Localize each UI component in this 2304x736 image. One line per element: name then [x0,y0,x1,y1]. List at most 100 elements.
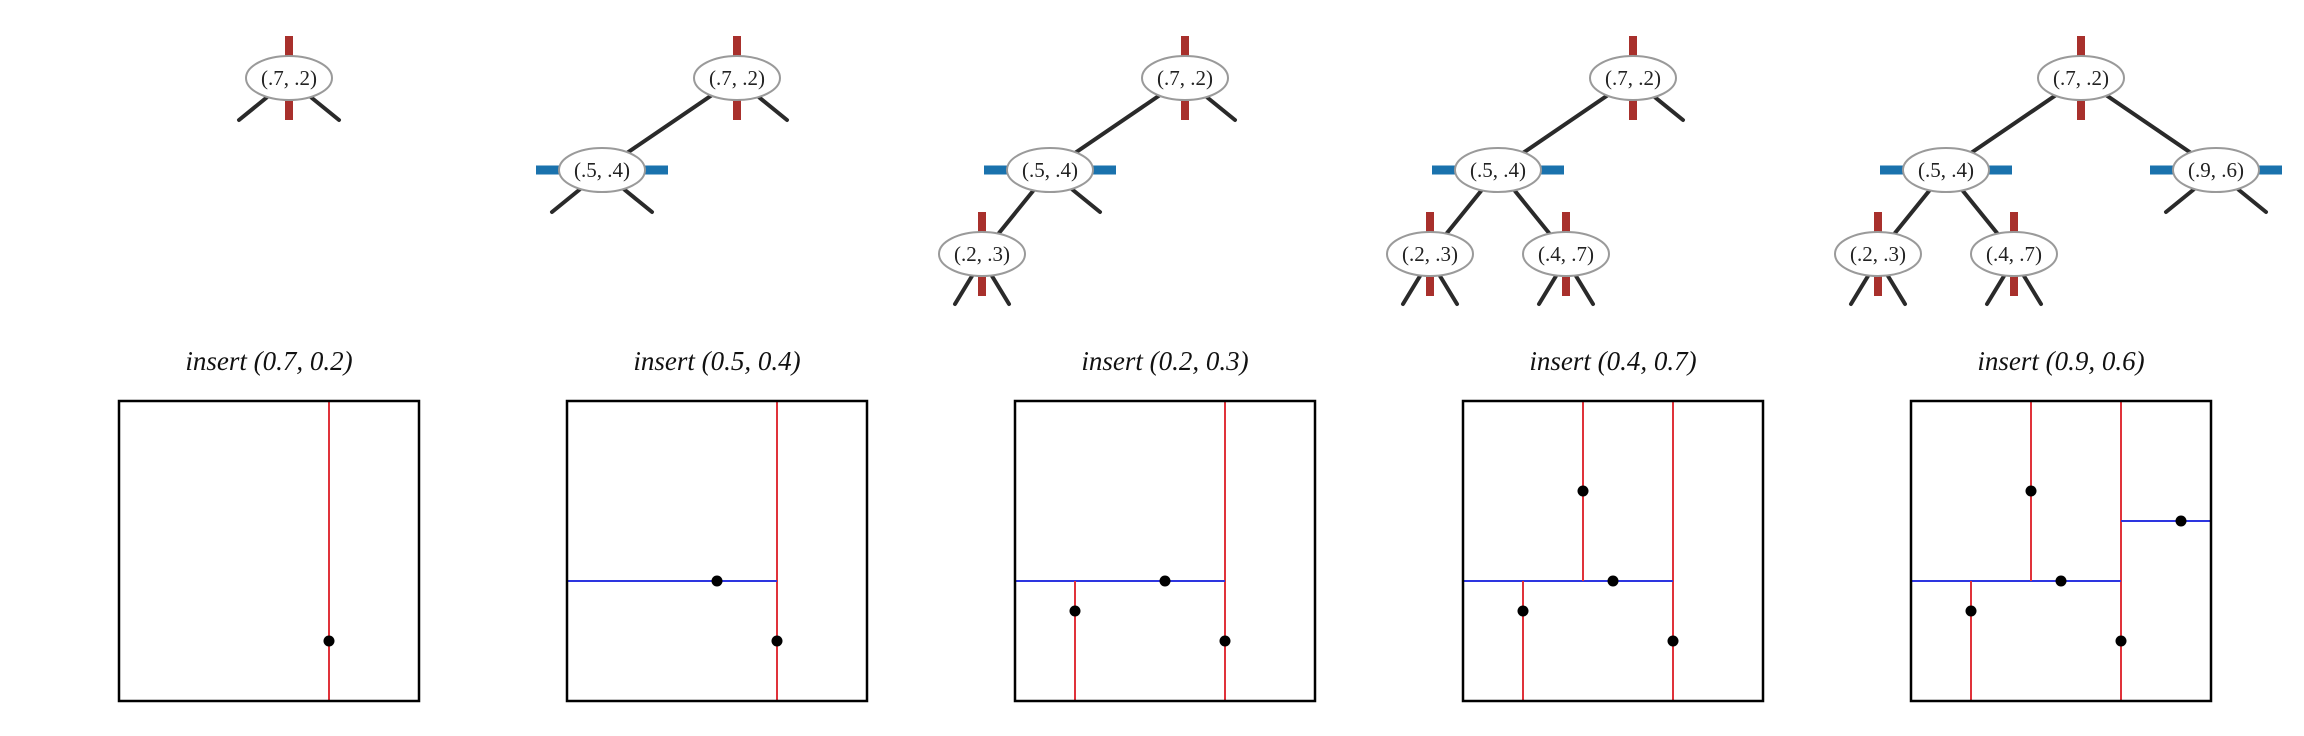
null-link [1649,92,1685,122]
null-link [1438,274,1459,306]
tree-node-shape [1454,147,1542,193]
tree-node: (.5, .4) [1902,147,1990,193]
data-point [1965,605,1977,617]
null-links [237,92,341,122]
tree-node-shape [938,231,1026,277]
tree-node-shape [245,55,333,101]
tree-node: (.4, .7) [1970,231,2058,277]
null-link [2022,274,2043,306]
null-links [1849,184,2268,306]
tree-node-label: (.7, .2) [709,66,765,90]
tree-node: (.5, .4) [1454,147,1542,193]
plane-partition [117,399,421,703]
tree-node: (.4, .7) [1522,231,1610,277]
tree-node-label: (.4, .7) [1538,242,1594,266]
kd-tree: (.7, .2) (.5, .4) [536,36,789,214]
split-indicators [536,36,741,175]
tree-node: (.7, .2) [245,55,333,101]
null-link [1201,92,1237,122]
data-point [1517,605,1529,617]
null-link [237,92,273,122]
data-point [1577,485,1589,497]
null-link [1574,274,1595,306]
tree-node-shape [1902,147,1990,193]
tree-node-label: (.7, .2) [261,66,317,90]
tree-node: (.7, .2) [1141,55,1229,101]
step-caption: insert (0.9, 0.6) [1977,346,2144,376]
null-link [1401,274,1422,306]
tree-node-label: (.2, .3) [1402,242,1458,266]
kd-tree: (.7, .2) (.5, .4) (.2, .3) (.4, .7) [1386,36,1685,306]
null-link [953,274,974,306]
data-point [711,575,723,587]
null-link [1849,274,1870,306]
panel-step-4: (.7, .2) (.5, .4) (.2, .3) (.4, .7) insert (… [1386,36,1765,703]
tree-node: (.7, .2) [693,55,781,101]
null-link [2232,184,2268,214]
tree-node-shape [1006,147,1094,193]
plane-partition [1013,399,1317,703]
tree-node-shape [1834,231,1922,277]
tree-node-label: (.5, .4) [1022,158,1078,182]
null-link [1537,274,1558,306]
null-link [1886,274,1907,306]
tree-node: (.2, .3) [938,231,1026,277]
unit-square-border [1461,399,1765,703]
tree-node: (.9, .6) [2172,147,2260,193]
plane-partition [565,399,869,703]
tree-node-shape [1522,231,1610,277]
tree-node-label: (.7, .2) [1605,66,1661,90]
data-point [1159,575,1171,587]
data-point [2055,575,2067,587]
tree-node: (.5, .4) [1006,147,1094,193]
data-point [2025,485,2037,497]
data-point [771,635,783,647]
step-caption: insert (0.5, 0.4) [633,346,800,376]
data-point [2175,515,2187,527]
plane-partition [1909,399,2213,703]
tree-node-label: (.9, .6) [2188,158,2244,182]
unit-square-border [117,399,421,703]
tree-node-label: (.5, .4) [574,158,630,182]
kd-tree: (.7, .2) [237,36,341,122]
tree-node-shape [1141,55,1229,101]
tree-node: (.5, .4) [558,147,646,193]
tree-node-shape [558,147,646,193]
tree-node-label: (.2, .3) [954,242,1010,266]
tree-node-shape [1386,231,1474,277]
data-point [323,635,335,647]
step-caption: insert (0.7, 0.2) [185,346,352,376]
null-links [1401,92,1685,306]
null-link [990,274,1011,306]
plane-partition [1461,399,1765,703]
tree-node-shape [693,55,781,101]
step-caption: insert (0.4, 0.7) [1529,346,1696,376]
tree-node-shape [2172,147,2260,193]
null-link [2164,184,2200,214]
unit-square-border [1013,399,1317,703]
tree-node-label: (.2, .3) [1850,242,1906,266]
tree-node-label: (.5, .4) [1470,158,1526,182]
null-links [550,92,789,214]
tree-node: (.2, .3) [1386,231,1474,277]
null-link [618,184,654,214]
data-point [1219,635,1231,647]
tree-node-shape [2037,55,2125,101]
null-link [1985,274,2006,306]
panel-step-3: (.7, .2) (.5, .4) (.2, .3) insert (0.2, 0.3… [938,36,1317,703]
kd-tree: (.7, .2) (.5, .4) (.2, .3) (.4, .7) (.9, .6) [1834,36,2282,306]
panel-step-5: (.7, .2) (.5, .4) (.2, .3) (.4, .7) (.9, .6)… [1834,36,2282,703]
data-point [1667,635,1679,647]
tree-node: (.7, .2) [1589,55,1677,101]
panel-step-1: (.7, .2) insert (0.7, 0.2) [117,36,421,703]
step-caption: insert (0.2, 0.3) [1081,346,1248,376]
unit-square-border [565,399,869,703]
data-point [1607,575,1619,587]
data-point [2115,635,2127,647]
data-point [1069,605,1081,617]
panel-step-2: (.7, .2) (.5, .4) insert (0.5, 0.4) [536,36,869,703]
tree-node-label: (.7, .2) [2053,66,2109,90]
tree-node-shape [1589,55,1677,101]
tree-node-label: (.5, .4) [1918,158,1974,182]
